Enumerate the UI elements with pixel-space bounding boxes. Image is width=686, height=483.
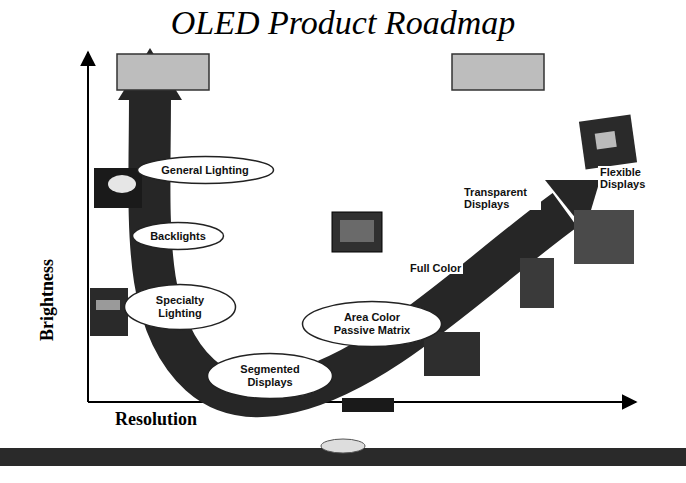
- ellipse-shape: [303, 302, 442, 347]
- product-ellipse: Segmented Displays: [206, 352, 334, 400]
- ellipse-shape: [133, 223, 224, 250]
- product-label: Flexible Displays: [598, 166, 662, 190]
- full-color-photo: [520, 258, 554, 308]
- product-label: Full Color: [408, 262, 463, 274]
- market-box: [452, 54, 544, 90]
- market-box: [117, 54, 209, 90]
- ellipse-shape: [208, 354, 333, 399]
- brightness-axis: [87, 52, 89, 402]
- axis-label: Brightness: [38, 257, 58, 343]
- monitor-photo: [340, 220, 374, 242]
- passive-matrix-photo: [424, 332, 480, 376]
- ellipse-shape: [137, 157, 273, 184]
- title: OLED Product Roadmap: [0, 4, 686, 42]
- transparent-photo: [574, 210, 634, 264]
- specialty-photo: [90, 288, 128, 336]
- product-ellipse: General Lighting: [136, 155, 275, 185]
- node-label: Area Color Passive Matrix: [327, 311, 417, 336]
- specialty-photo: [96, 300, 120, 310]
- node-label: Backlights: [150, 230, 206, 243]
- flexible-photo: [595, 131, 617, 150]
- product-label: Transparent Displays: [462, 186, 541, 210]
- footer-logo: [321, 439, 365, 453]
- product-ellipse: Specialty Lighting: [123, 283, 237, 331]
- flexible-photo: [579, 115, 637, 170]
- product-ellipse: Area Color Passive Matrix: [301, 300, 443, 348]
- lamp-photo: [108, 175, 136, 193]
- lamp-photo: [94, 168, 142, 208]
- product-ellipse: Backlights: [131, 221, 225, 251]
- node-label: General Lighting: [161, 164, 248, 177]
- segmented-photo: [342, 398, 394, 412]
- monitor-photo: [332, 212, 382, 252]
- axis-label: Resolution: [113, 410, 199, 430]
- node-label: Segmented Displays: [230, 363, 310, 388]
- ellipse-shape: [125, 285, 236, 330]
- node-label: Specialty Lighting: [145, 294, 215, 319]
